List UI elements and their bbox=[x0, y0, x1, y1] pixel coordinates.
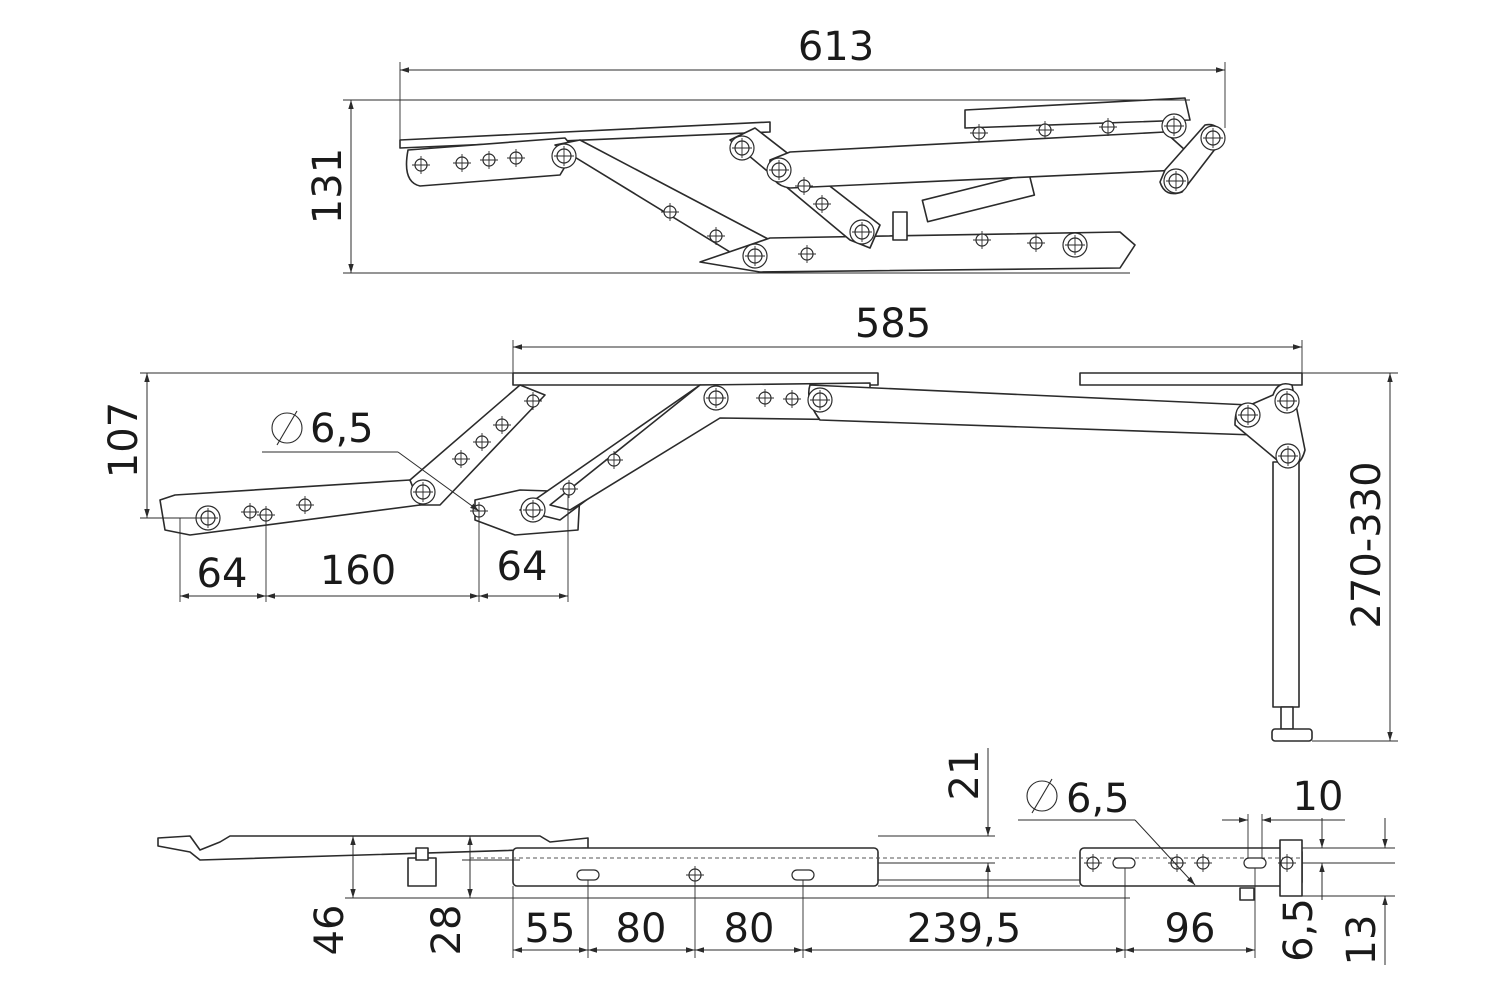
pivot-icon bbox=[807, 387, 833, 413]
dim-64-b: 64 bbox=[497, 544, 548, 590]
pivot-icon bbox=[849, 219, 875, 245]
dim-46: 46 bbox=[307, 905, 353, 956]
plan-nut bbox=[407, 857, 437, 887]
pivot-icon bbox=[742, 243, 768, 269]
side-plate-right bbox=[1079, 372, 1303, 386]
side-plate-left bbox=[512, 372, 879, 386]
plan-long-plate bbox=[157, 835, 589, 861]
slot-icon bbox=[1112, 857, 1136, 869]
dim-613: 613 bbox=[798, 24, 874, 70]
pivot-icon bbox=[1200, 125, 1226, 151]
dim-585: 585 bbox=[855, 301, 931, 347]
top-gas-strut bbox=[921, 172, 1036, 223]
pivot-icon bbox=[551, 143, 577, 169]
dim-13: 13 bbox=[1339, 915, 1385, 966]
slot-icon bbox=[791, 869, 815, 881]
pivot-icon bbox=[729, 135, 755, 161]
dim-96: 96 bbox=[1165, 906, 1216, 952]
top-lower-bar bbox=[699, 231, 1136, 273]
plan-end-stub bbox=[1239, 887, 1255, 901]
diameter-symbol-icon bbox=[271, 412, 303, 444]
pivot-icon bbox=[1163, 168, 1189, 194]
pivot-icon bbox=[1235, 402, 1261, 428]
side-leg-foot bbox=[1271, 728, 1313, 742]
pivot-icon bbox=[1062, 232, 1088, 258]
plan-nut-top bbox=[415, 847, 429, 861]
dim-hole-side: 6,5 bbox=[310, 406, 374, 452]
pivot-icon bbox=[1274, 388, 1300, 414]
side-view: 585 107 270-330 6,5 64 160 64 bbox=[101, 301, 1398, 742]
top-plate-right bbox=[964, 97, 1191, 129]
slot-icon bbox=[576, 869, 600, 881]
diameter-callout-bottom: 6,5 bbox=[1018, 776, 1196, 886]
pivot-icon bbox=[1275, 443, 1301, 469]
dim-10: 10 bbox=[1293, 774, 1344, 820]
pivot-icon bbox=[703, 385, 729, 411]
dim-55: 55 bbox=[525, 906, 576, 952]
pivot-icon bbox=[766, 157, 792, 183]
side-leg-foot-stem bbox=[1280, 706, 1294, 730]
side-upper-beam bbox=[549, 382, 871, 511]
slot-icon bbox=[1243, 857, 1267, 869]
dim-64-a: 64 bbox=[197, 551, 248, 597]
top-upper-link bbox=[769, 131, 1186, 189]
plan-bracket-left bbox=[512, 847, 879, 887]
dim-6-5: 6,5 bbox=[1276, 898, 1322, 962]
side-leg bbox=[1272, 461, 1300, 708]
top-plate-left bbox=[399, 121, 771, 149]
dim-270-330: 270-330 bbox=[1344, 461, 1390, 628]
dim-80-a: 80 bbox=[616, 906, 667, 952]
dim-131: 131 bbox=[305, 148, 351, 224]
diameter-symbol-icon bbox=[1026, 780, 1058, 812]
pivot-icon bbox=[1161, 113, 1187, 139]
dim-28: 28 bbox=[424, 905, 470, 956]
dim-80-b: 80 bbox=[724, 906, 775, 952]
pivot-icon bbox=[410, 479, 436, 505]
dim-21: 21 bbox=[942, 750, 988, 801]
top-view: 613 131 bbox=[305, 24, 1226, 274]
pivot-icon bbox=[520, 497, 546, 523]
bottom-view: 46 28 55 80 80 239,5 96 21 6,5 bbox=[157, 748, 1395, 966]
dim-160: 160 bbox=[320, 548, 396, 594]
dim-107: 107 bbox=[101, 402, 147, 478]
dim-239-5: 239,5 bbox=[907, 906, 1022, 952]
side-long-bar bbox=[807, 384, 1256, 436]
top-strut-end bbox=[892, 211, 908, 241]
dim-hole-bottom: 6,5 bbox=[1066, 776, 1130, 822]
diameter-callout-side: 6,5 bbox=[262, 406, 480, 512]
